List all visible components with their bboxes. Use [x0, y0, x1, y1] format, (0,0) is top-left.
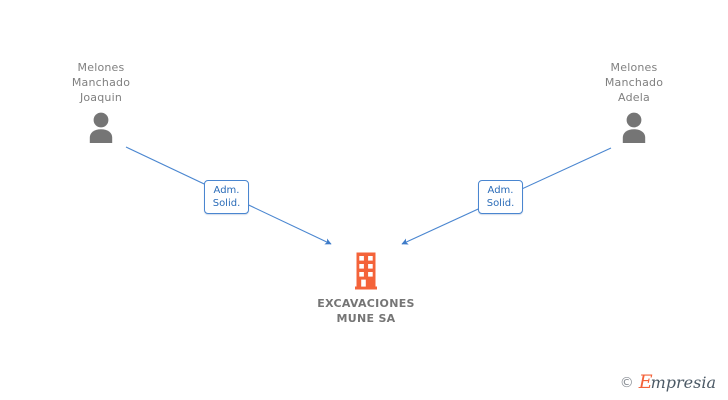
copyright-icon: ©: [619, 374, 634, 391]
brand-name: Empresia: [639, 373, 716, 392]
brand-initial: E: [638, 371, 653, 393]
person-icon: [89, 112, 113, 143]
edge-label-adm-solid-left[interactable]: Adm. Solid.: [204, 180, 249, 214]
company-label: EXCAVACIONES MUNE SA: [317, 297, 415, 325]
edge-label-line1: Adm.: [487, 185, 514, 196]
person-left-label: Melones Manchado Joaquin: [71, 61, 131, 104]
edge-label-line2: Solid.: [212, 198, 241, 209]
node-person-right[interactable]: Melones Manchado Adela: [559, 60, 709, 143]
node-person-left[interactable]: Melones Manchado Joaquin: [26, 60, 176, 143]
building-icon: [355, 252, 377, 290]
brand-rest: mpresia: [650, 373, 716, 392]
edge-label-line2: Solid.: [486, 198, 515, 209]
edge-label-adm-solid-right[interactable]: Adm. Solid.: [478, 180, 523, 214]
empresia-watermark: © Empresia: [620, 373, 716, 392]
person-icon: [622, 112, 646, 143]
edge-label-line1: Adm.: [213, 185, 240, 196]
person-right-label: Melones Manchado Adela: [604, 61, 664, 104]
node-company[interactable]: EXCAVACIONES MUNE SA: [281, 252, 451, 326]
